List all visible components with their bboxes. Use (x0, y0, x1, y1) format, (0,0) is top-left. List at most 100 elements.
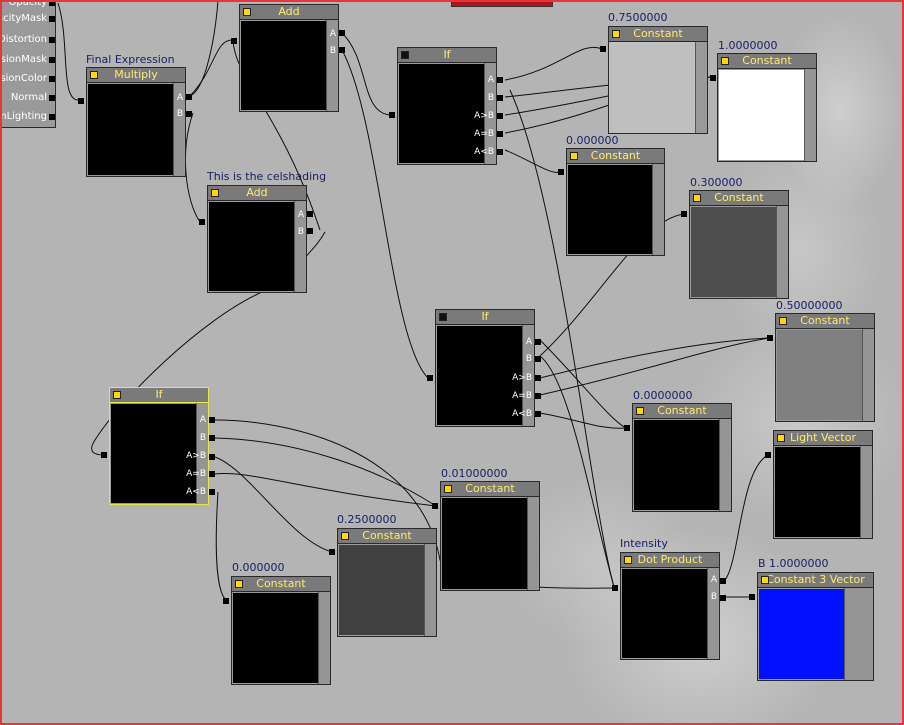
dot-product-title: Dot Product (637, 553, 703, 566)
if-top-pin-agtb[interactable] (497, 113, 503, 119)
pin-aeqb-label: A=B (512, 391, 532, 401)
if-node-left[interactable]: If A B A>B A=B A<B (109, 387, 209, 505)
dot-product-output-pin[interactable] (612, 585, 618, 591)
node-toggle-icon[interactable] (612, 30, 620, 38)
constant3-vector-node[interactable]: Constant 3 Vector (757, 572, 874, 681)
multiply-preview (88, 84, 173, 175)
constant-node-03[interactable]: Constant (689, 190, 789, 299)
const-0-top-output-pin[interactable] (558, 169, 564, 175)
const-1-output-pin[interactable] (710, 75, 716, 81)
node-toggle-icon[interactable] (721, 57, 729, 65)
node-toggle-icon[interactable] (636, 407, 644, 415)
if-left-pin-altb[interactable] (209, 489, 215, 495)
dot-product-label: Intensity (620, 537, 668, 550)
dot-product-pin-a[interactable] (720, 578, 726, 584)
add-node-top[interactable]: Add A B (239, 4, 339, 112)
multiply-node[interactable]: Multiply A B (86, 67, 186, 177)
add-cel-output-pin[interactable] (199, 219, 205, 225)
add-top-output-pin[interactable] (231, 38, 237, 44)
pin-a-label: A (199, 415, 206, 425)
node-toggle-icon[interactable] (243, 8, 251, 16)
node-toggle-icon[interactable] (444, 485, 452, 493)
node-toggle-icon[interactable] (779, 317, 787, 325)
const-05-label: 0.50000000 (776, 299, 843, 312)
add-cel-preview (209, 202, 294, 291)
multiply-output-pin[interactable] (78, 98, 84, 104)
node-toggle-icon[interactable] (439, 313, 447, 321)
if-top-pin-b[interactable] (497, 95, 503, 101)
constant-node-025[interactable]: Constant (337, 528, 437, 637)
if-left-pin-b[interactable] (209, 435, 215, 441)
const-0-bot-title: Constant (256, 577, 306, 590)
node-toggle-icon[interactable] (777, 434, 785, 442)
pin-opacity-mask[interactable] (49, 16, 55, 22)
multiply-pin-a[interactable] (186, 94, 192, 100)
material-output-panel[interactable]: Opacity OpacityMask Distortion EmissionM… (0, 0, 56, 128)
const3-vector-preview (759, 589, 844, 679)
offscreen-red-node[interactable] (451, 0, 553, 7)
const-0-mid-label: 0.0000000 (633, 389, 693, 402)
const-0-mid-preview (634, 420, 719, 510)
if-top-pin-a[interactable] (497, 77, 503, 83)
pin-a-label: A (487, 75, 494, 85)
pin-opacity[interactable] (49, 0, 55, 6)
multiply-pin-b[interactable] (186, 111, 192, 117)
constant-node-075[interactable]: Constant (608, 26, 708, 134)
input-opacity: Opacity (8, 0, 47, 8)
add-preview (241, 21, 326, 110)
if-top-pin-aeqb[interactable] (497, 131, 503, 137)
pin-custom-lighting[interactable] (49, 114, 55, 120)
if-mid-pin-a[interactable] (535, 339, 541, 345)
if-mid-output-pin[interactable] (427, 375, 433, 381)
const-0-bot-output-pin[interactable] (223, 598, 229, 604)
pin-emission-color[interactable] (49, 76, 55, 82)
pin-distortion[interactable] (49, 37, 55, 43)
pin-emission-mask[interactable] (49, 57, 55, 63)
if-mid-pin-agtb[interactable] (535, 375, 541, 381)
if-mid-pin-altb[interactable] (535, 411, 541, 417)
const-0-mid-output-pin[interactable] (624, 425, 630, 431)
dot-product-preview (622, 569, 707, 658)
pin-normal[interactable] (49, 95, 55, 101)
multiply-node-label: Final Expression (86, 53, 175, 66)
const-03-preview (691, 207, 776, 297)
if-node-mid[interactable]: If A B A>B A=B A<B (435, 309, 535, 427)
const-025-title: Constant (362, 529, 412, 542)
node-toggle-icon[interactable] (341, 532, 349, 540)
node-toggle-icon[interactable] (693, 194, 701, 202)
dot-product-pin-b[interactable] (720, 595, 726, 601)
add-cel-pin-b[interactable] (307, 228, 313, 234)
if-left-pin-a[interactable] (209, 417, 215, 423)
const-0-top-title: Constant (590, 149, 641, 162)
if-left-pin-aeqb[interactable] (209, 471, 215, 477)
node-toggle-icon[interactable] (113, 391, 121, 399)
node-toggle-icon[interactable] (90, 71, 98, 79)
input-opacity-mask: OpacityMask (0, 13, 47, 24)
add-node-celshading[interactable]: Add A B (207, 185, 307, 293)
constant-node-001[interactable]: Constant (440, 481, 540, 591)
if-top-pin-altb[interactable] (497, 149, 503, 155)
if-left-pin-agtb[interactable] (209, 454, 215, 460)
const-001-preview (442, 498, 527, 589)
node-toggle-icon[interactable] (761, 576, 769, 584)
light-vector-node[interactable]: Light Vector (773, 430, 873, 539)
add-cel-pin-a[interactable] (307, 211, 313, 217)
node-toggle-icon[interactable] (401, 51, 409, 59)
constant-node-0-mid[interactable]: Constant (632, 403, 732, 512)
if-mid-pin-aeqb[interactable] (535, 393, 541, 399)
constant-node-0-bottom[interactable]: Constant (231, 576, 331, 685)
if-node-top[interactable]: If A B A>B A=B A<B (397, 47, 497, 165)
dot-product-node[interactable]: Dot Product A B (620, 552, 720, 660)
const-075-output-pin[interactable] (600, 46, 606, 52)
node-toggle-icon[interactable] (211, 189, 219, 197)
node-toggle-icon[interactable] (570, 152, 578, 160)
constant-node-0-top[interactable]: Constant (566, 148, 665, 256)
const3-vector-title: Constant 3 Vector (766, 573, 865, 586)
node-toggle-icon[interactable] (624, 556, 632, 564)
constant-node-1[interactable]: Constant (717, 53, 817, 162)
node-toggle-icon[interactable] (235, 580, 243, 588)
constant-node-05[interactable]: Constant (775, 313, 875, 422)
light-vector-title: Light Vector (790, 431, 856, 444)
pin-altb-label: A<B (474, 147, 494, 157)
if-mid-pin-b[interactable] (535, 356, 541, 362)
